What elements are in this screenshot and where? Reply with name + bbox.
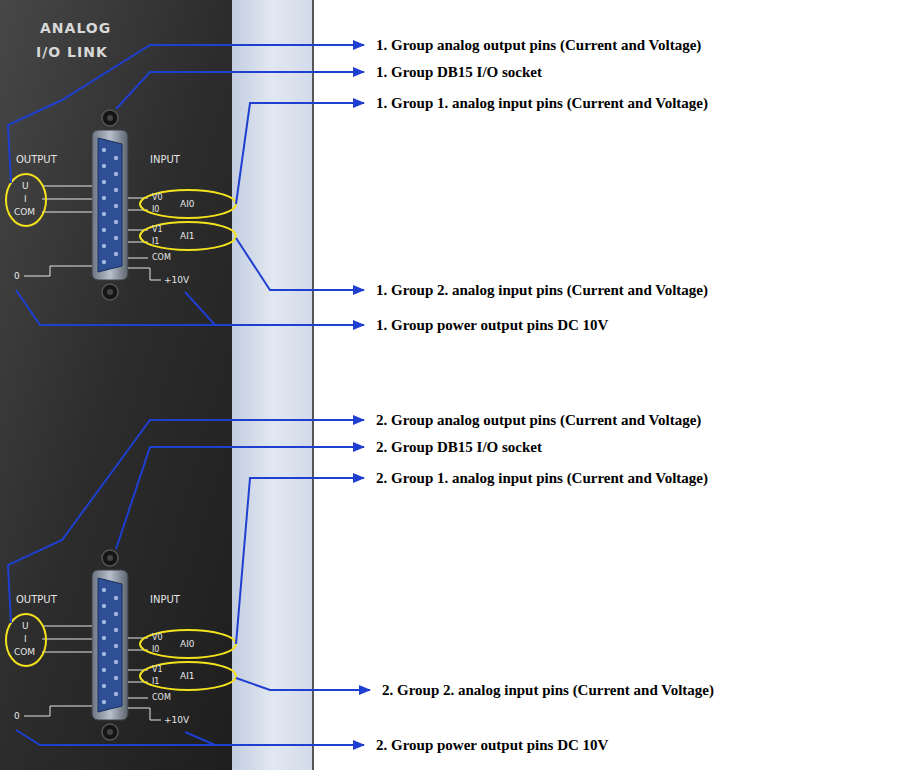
- pin-label: V0: [152, 194, 163, 202]
- pin-label: AI0: [180, 200, 195, 209]
- callout-text: 2. Group 1. analog input pins (Current a…: [376, 471, 708, 486]
- pin-label: I0: [152, 646, 159, 654]
- pin-label: COM: [14, 648, 35, 657]
- pin-label: I: [24, 195, 27, 204]
- pin-label: U: [22, 622, 29, 631]
- callout-text: 2. Group analog output pins (Current and…: [376, 413, 701, 428]
- pin-label: AI0: [180, 640, 195, 649]
- callout-text: 1. Group 2. analog input pins (Current a…: [376, 283, 708, 298]
- pin-label: COM: [152, 254, 171, 262]
- panel-label: INPUT: [150, 155, 180, 165]
- pin-label: AI1: [180, 232, 195, 241]
- pin-label: 0: [14, 272, 20, 281]
- panel-label: OUTPUT: [16, 155, 57, 165]
- callout-text: 1. Group analog output pins (Current and…: [376, 38, 701, 53]
- panel-title: I/O LINK: [36, 45, 108, 59]
- pin-label: AI1: [180, 672, 195, 681]
- pin-label: V1: [152, 226, 163, 234]
- leader-line: [8, 45, 370, 745]
- pin-label: V0: [152, 634, 163, 642]
- callout-text: 2. Group 2. analog input pins (Current a…: [382, 683, 714, 698]
- pin-label: +10V: [164, 276, 189, 285]
- callout-text: 2. Group power output pins DC 10V: [376, 738, 608, 753]
- pin-label: I: [24, 635, 27, 644]
- callout-text: 2. Group DB15 I/O socket: [376, 440, 542, 455]
- panel-label: OUTPUT: [16, 595, 57, 605]
- pin-label: V1: [152, 666, 163, 674]
- panel-label: INPUT: [150, 595, 180, 605]
- pin-label: U: [22, 182, 29, 191]
- panel-title: ANALOG: [40, 21, 111, 35]
- pin-label: 0: [14, 712, 20, 721]
- pin-label: COM: [152, 694, 171, 702]
- pin-label: I0: [152, 206, 159, 214]
- pin-label: +10V: [164, 716, 189, 725]
- callout-text: 1. Group power output pins DC 10V: [376, 318, 608, 333]
- pin-label: COM: [14, 208, 35, 217]
- pin-label: I1: [152, 678, 159, 686]
- pin-label: I1: [152, 238, 159, 246]
- callout-text: 1. Group DB15 I/O socket: [376, 65, 542, 80]
- callout-text: 1. Group 1. analog input pins (Current a…: [376, 96, 708, 111]
